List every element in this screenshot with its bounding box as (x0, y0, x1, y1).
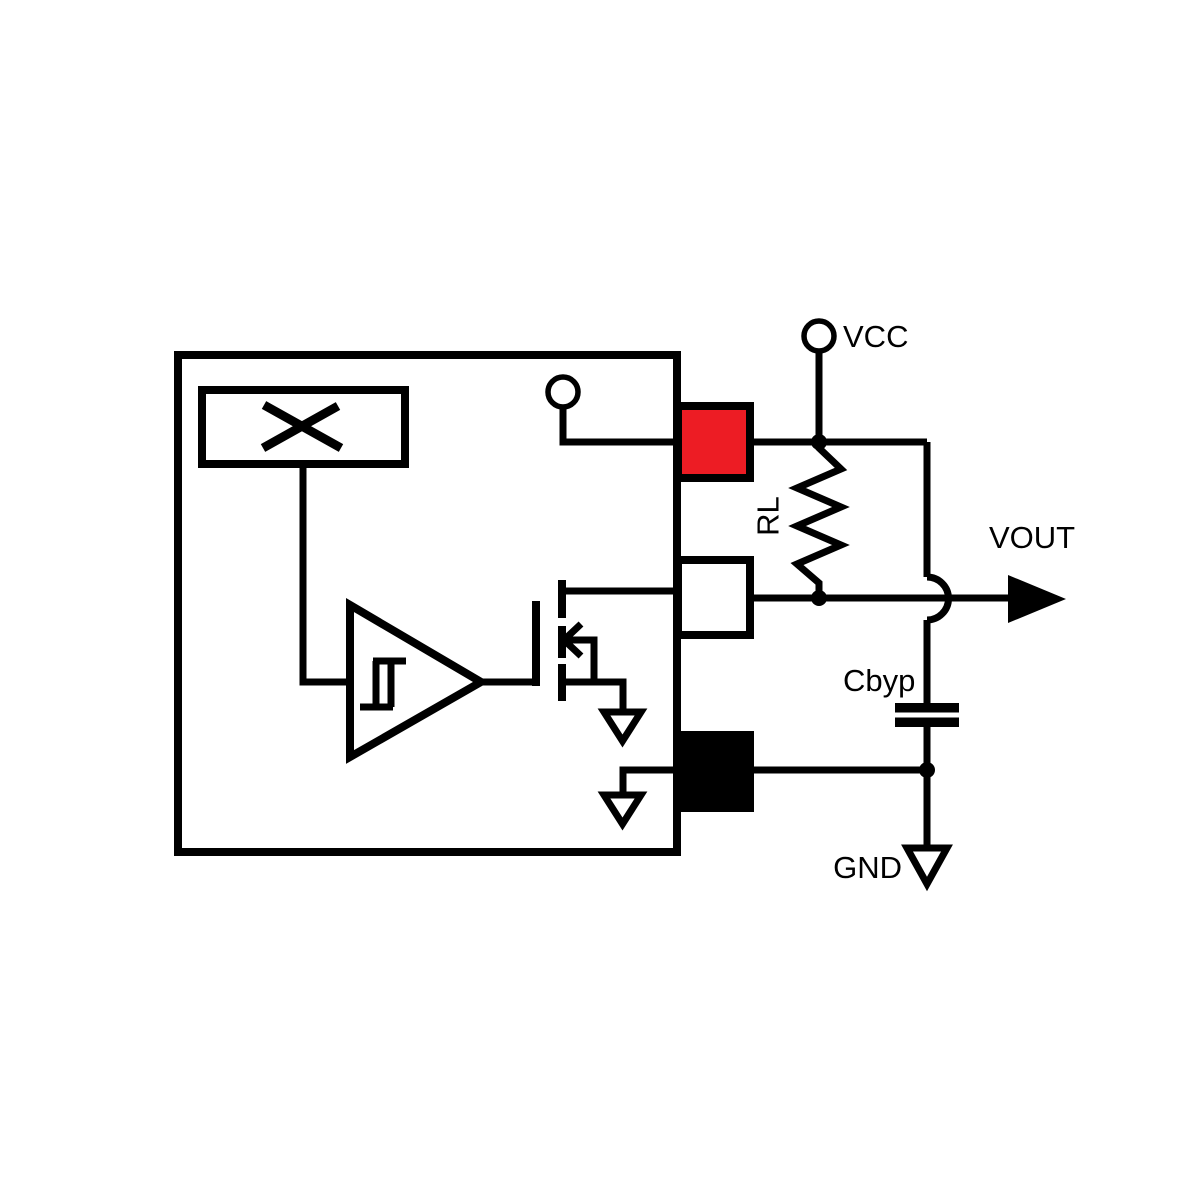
mosfet-body-wire (565, 636, 598, 682)
wire-hall-to-schmitt (299, 464, 350, 686)
vout-arrow-icon (1008, 575, 1066, 623)
gnd-label: GND (833, 850, 902, 885)
schmitt-triangle (346, 598, 489, 764)
internal-ground-node (597, 766, 678, 831)
bypass-capacitor-plate-bottom (895, 717, 959, 727)
load-resistor (788, 442, 850, 598)
wire-gndpin-to-ground (619, 766, 678, 795)
vout-label: VOUT (989, 520, 1075, 555)
hall-element-x-icon (260, 401, 344, 452)
junction-dot-gnd (919, 762, 935, 778)
bypass-capacitor-plate-top (895, 703, 959, 713)
gnd-ground-icon (901, 844, 953, 892)
vcc-terminal (801, 318, 837, 442)
internal-ground-icon-pin (597, 791, 648, 831)
internal-supply-node (545, 374, 678, 446)
mosfet-body-arrow-icon (558, 621, 584, 659)
bypass-branch (895, 442, 959, 848)
gnd-pin (674, 731, 754, 812)
output-pin (674, 556, 754, 639)
bypass-capacitor-label: Cbyp (843, 663, 915, 698)
vcc-label: VCC (843, 319, 908, 354)
hall-element (198, 386, 409, 468)
n-channel-mosfet (532, 580, 678, 748)
vcc-pin (674, 402, 754, 482)
hysteresis-icon (360, 657, 406, 711)
junction-dot-vcc (811, 434, 827, 450)
mosfet-source-wire (562, 678, 627, 712)
vcc-terminal-circle-icon (801, 318, 837, 354)
junction-dot-output (811, 590, 827, 606)
internal-ground-icon-source (597, 708, 648, 748)
wire-internal-to-vcc-pin (559, 407, 678, 446)
schmitt-trigger (346, 598, 489, 764)
internal-terminal-circle (545, 374, 581, 410)
load-resistor-label: RL (751, 496, 786, 536)
wire-hop-icon (926, 573, 952, 624)
